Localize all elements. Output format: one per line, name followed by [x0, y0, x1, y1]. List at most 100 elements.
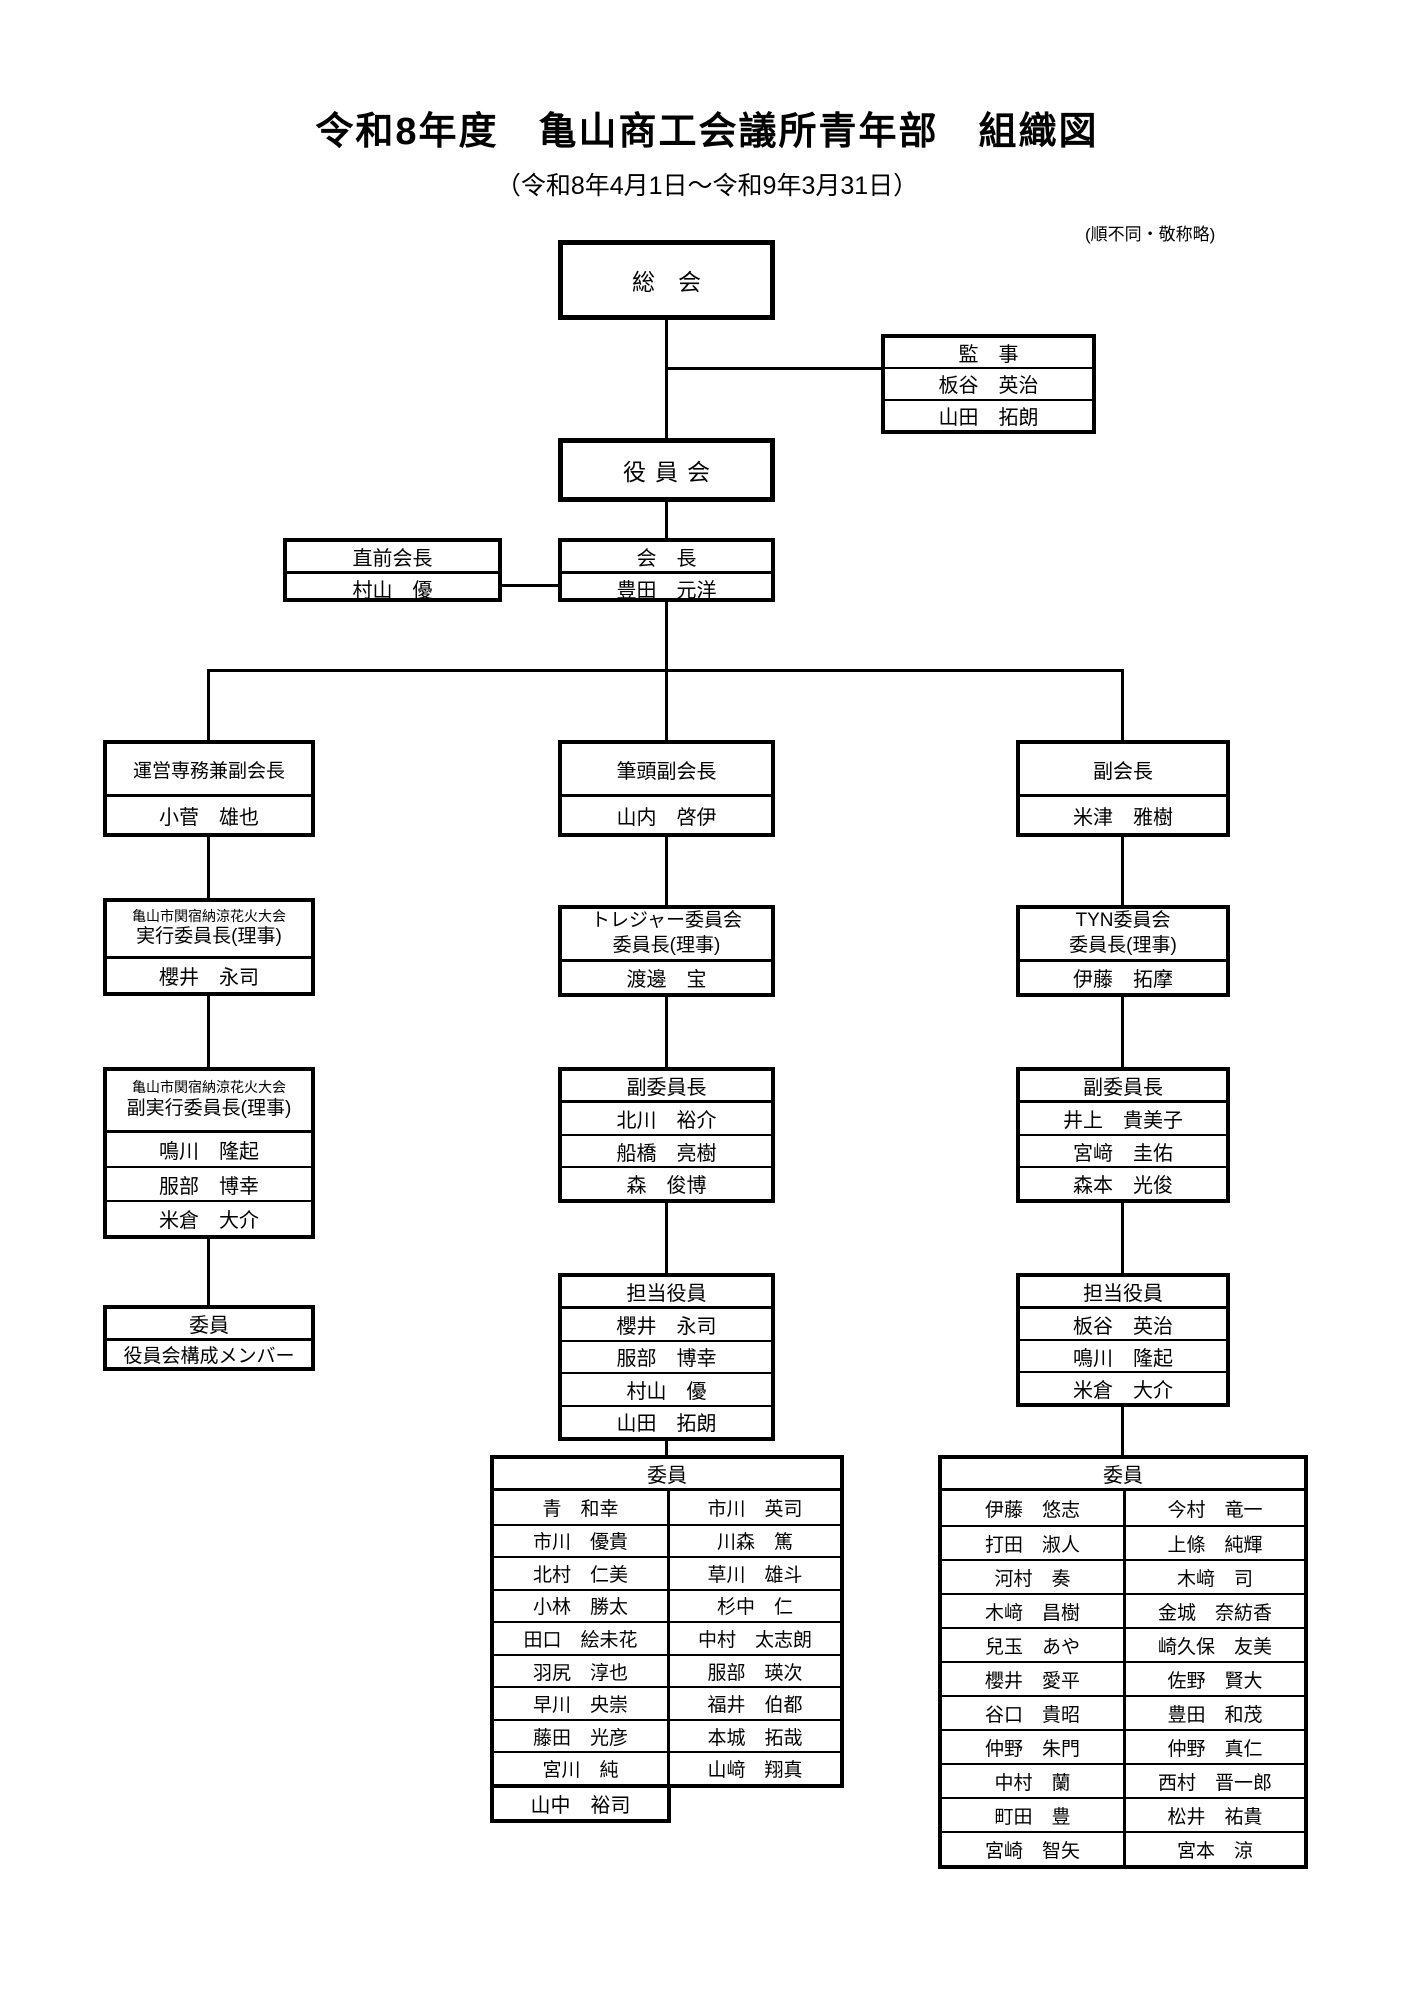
member-name: 北川 裕介	[616, 1109, 717, 1132]
member-name: 鳴川 隆起	[159, 1140, 259, 1163]
managing-vice-president-box: 運営専務兼副会長 小菅 雄也	[103, 740, 315, 837]
member-name: 渡邊 宝	[626, 969, 707, 991]
member-name: 伊藤 拓摩	[1073, 969, 1173, 991]
box-title: 担当役員	[1020, 1277, 1226, 1309]
member-name: 森本 光俊	[1020, 1166, 1226, 1199]
member-name: 木﨑 司	[1123, 1559, 1304, 1593]
box-title: 会 長	[562, 542, 771, 574]
member-name: 櫻井 愛平	[942, 1661, 1123, 1695]
member-name: 佐野 賢大	[1123, 1661, 1304, 1695]
member-name: 米倉 大介	[1020, 1371, 1226, 1403]
connector-vline	[1121, 1403, 1124, 1458]
member-name: 森 俊博	[562, 1166, 771, 1199]
member-name: 山田 拓朗	[562, 1404, 771, 1438]
member-name: 山内 啓伊	[616, 806, 717, 829]
member-name: 米倉 大介	[107, 1200, 311, 1235]
connector-vline	[665, 993, 668, 1070]
member-name: 中村 蘭	[942, 1763, 1123, 1797]
connector-vline	[207, 1235, 210, 1308]
box-title: 副実行委員長(理事)	[126, 1097, 292, 1119]
connector-vline	[665, 834, 668, 909]
box-title: 総 会	[632, 269, 701, 295]
box-title: 役員会	[623, 459, 719, 485]
connector-vline	[1121, 669, 1124, 743]
connector-vline	[1121, 834, 1124, 909]
member-name: 服部 博幸	[107, 1165, 311, 1201]
box-title: 副委員長	[1020, 1071, 1226, 1103]
connector-hline	[665, 367, 882, 370]
fireworks-members-box: 委員 役員会構成メンバー	[103, 1305, 315, 1371]
member-name: 崎久保 友美	[1123, 1627, 1304, 1661]
member-name: 宮本 涼	[1123, 1831, 1304, 1865]
treasure-extra-member-cell: 山中 裕司	[490, 1784, 671, 1823]
member-name: 市川 優貴	[494, 1523, 667, 1557]
member-name: 町田 豊	[942, 1797, 1123, 1831]
treasure-committee-chair-box: トレジャー委員会 委員長(理事) 渡邊 宝	[558, 905, 775, 997]
committee-org: TYN委員会	[1075, 910, 1171, 932]
box-title: 実行委員長(理事)	[136, 926, 282, 948]
member-name: 山﨑 翔真	[667, 1751, 840, 1784]
past-president-box: 直前会長 村山 優	[283, 538, 502, 602]
tyn-committee-chair-box: TYN委員会 委員長(理事) 伊藤 拓摩	[1016, 905, 1230, 997]
member-name: 上條 純輝	[1123, 1525, 1304, 1559]
member-name: 板谷 英治	[938, 375, 1039, 398]
box-title: 委員	[942, 1459, 1304, 1491]
member-name: 船橋 亮樹	[562, 1133, 771, 1167]
member-name: 今村 竜一	[1123, 1491, 1304, 1525]
box-title: 副会長	[1020, 744, 1226, 797]
member-name: 山中 裕司	[530, 1795, 631, 1817]
member-name: 松井 祐貴	[1123, 1797, 1304, 1831]
member-name: 金城 奈紡香	[1123, 1593, 1304, 1627]
connector-vline	[665, 598, 668, 672]
treasure-vice-chair-box: 副委員長 北川 裕介 船橋 亮樹 森 俊博	[558, 1067, 775, 1203]
member-name: 田口 絵未花	[494, 1621, 667, 1654]
member-name: 宮﨑 圭佑	[1020, 1133, 1226, 1167]
member-name: 伊藤 悠志	[984, 1499, 1080, 1521]
member-name: 仲野 真仁	[1123, 1729, 1304, 1763]
connector-vline	[1121, 993, 1124, 1070]
member-name: 北村 仁美	[494, 1556, 667, 1589]
member-name: 藤田 光彦	[494, 1718, 667, 1752]
member-name: 草川 雄斗	[667, 1556, 840, 1589]
member-name: 西村 晋一郎	[1123, 1763, 1304, 1797]
fireworks-vice-chair-box: 亀山市関宿納涼花火大会 副実行委員長(理事) 鳴川 隆起 服部 博幸 米倉 大介	[103, 1067, 315, 1239]
box-title: 監 事	[885, 338, 1092, 369]
member-name: 米津 雅樹	[1073, 806, 1173, 829]
box-title: 委員	[494, 1459, 840, 1491]
member-name: 鳴川 隆起	[1020, 1339, 1226, 1371]
member-name: 服部 瑛次	[667, 1653, 840, 1687]
connector-hline	[500, 584, 560, 587]
box-title: 運営専務兼副会長	[107, 744, 311, 797]
member-name: 櫻井 永司	[159, 967, 259, 989]
treasure-members-box: 委員 青 和幸 市川 英司 市川 優貴 川森 篤 北村 仁美 草川 雄斗 小林 …	[490, 1455, 844, 1788]
auditors-box: 監 事 板谷 英治 山田 拓朗	[881, 334, 1096, 434]
page-subtitle: （令和8年4月1日～令和9年3月31日）	[495, 172, 919, 200]
member-name: 豊田 和茂	[1123, 1695, 1304, 1729]
member-name: 打田 淑人	[942, 1525, 1123, 1559]
box-title: 筆頭副会長	[562, 744, 771, 797]
box-title: 委員長(理事)	[1069, 935, 1177, 956]
page-title: 令和8年度 亀山商工会議所青年部 組織図	[315, 111, 1099, 153]
connector-vline	[665, 316, 668, 442]
member-name: 櫻井 永司	[616, 1315, 717, 1338]
member-name: 羽尻 淳也	[494, 1653, 667, 1687]
member-name: 小菅 雄也	[159, 806, 259, 829]
member-name: 山田 拓朗	[885, 398, 1092, 431]
connector-vline	[207, 992, 210, 1070]
member-name: 服部 博幸	[562, 1339, 771, 1373]
connector-vline	[665, 669, 668, 743]
committee-org: 亀山市関宿納涼花火大会	[132, 1079, 286, 1096]
member-name: 兒玉 あや	[942, 1627, 1123, 1661]
member-name: 青 和幸	[542, 1498, 619, 1520]
member-name: 小林 勝太	[494, 1588, 667, 1622]
member-name: 川森 篤	[667, 1523, 840, 1557]
committee-org: 亀山市関宿納涼花火大会	[132, 907, 286, 924]
member-name: 宮崎 智矢	[942, 1831, 1123, 1865]
tyn-vice-chair-box: 副委員長 井上 貴美子 宮﨑 圭佑 森本 光俊	[1016, 1067, 1230, 1203]
fireworks-chair-box: 亀山市関宿納涼花火大会 実行委員長(理事) 櫻井 永司	[103, 898, 315, 996]
box-title: 委員	[107, 1309, 311, 1341]
vice-president-box: 副会長 米津 雅樹	[1016, 740, 1230, 837]
member-name: 杉中 仁	[667, 1588, 840, 1622]
connector-vline	[665, 1199, 668, 1276]
